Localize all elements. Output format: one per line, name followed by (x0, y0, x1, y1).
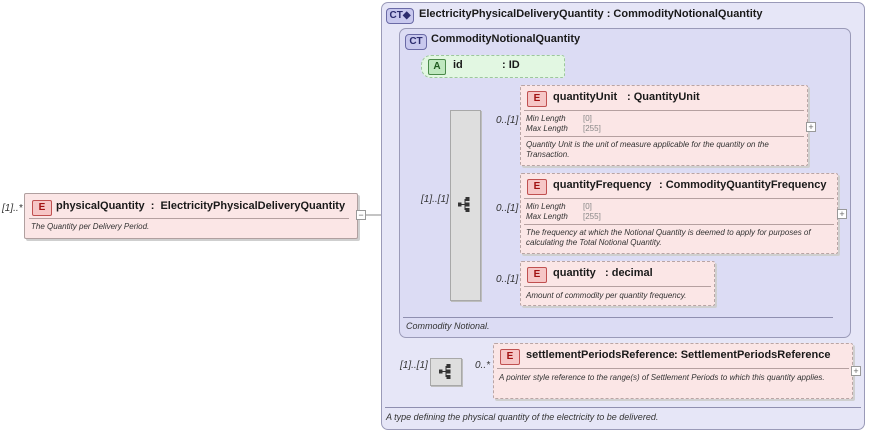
element-multiplicity: 0..* (475, 360, 491, 371)
expand-button[interactable]: + (806, 122, 816, 132)
inner-type-doc: Commodity Notional. (406, 321, 490, 331)
inner-type-title: CommodityNotionalQuantity (431, 33, 581, 45)
root-multiplicity: [1]..* (2, 203, 23, 214)
outer-type-doc: A type defining the physical quantity of… (386, 412, 659, 422)
sequence-icon (439, 364, 451, 379)
element-divider (524, 136, 804, 137)
element-settlement-periods-reference[interactable]: E settlementPeriodsReference : Settlemen… (493, 343, 853, 399)
element-doc: A pointer style reference to the range(s… (499, 373, 825, 382)
complex-type-badge: CT◆ (386, 8, 414, 24)
element-type: : CommodityQuantityFrequency (659, 179, 827, 191)
element-divider (524, 198, 834, 199)
root-element-name: physicalQuantity (56, 200, 145, 212)
root-divider (29, 218, 349, 219)
sequence-multiplicity: [1]..[1] (400, 360, 428, 371)
complex-type-badge: CT (405, 34, 427, 50)
element-doc: Quantity Unit is the unit of measure app… (526, 140, 769, 159)
element-multiplicity: 0..[1] (496, 203, 519, 214)
max-length-value: [255] (583, 124, 601, 133)
root-element-title: physicalQuantity : ElectricityPhysicalDe… (56, 200, 345, 212)
min-length-label: Min Length (526, 114, 566, 123)
element-badge: E (32, 200, 52, 216)
element-divider (524, 286, 711, 287)
element-badge: E (500, 349, 520, 365)
element-badge: E (527, 267, 547, 283)
attribute-badge: A (428, 59, 446, 75)
outer-type-divider (385, 407, 861, 408)
attribute-type: : ID (502, 59, 520, 71)
element-name: settlementPeriodsReference (526, 349, 675, 361)
element-name: quantityUnit (553, 91, 618, 103)
outer-type-title: ElectricityPhysicalDeliveryQuantity : Co… (419, 8, 763, 20)
inner-type-divider (403, 317, 833, 318)
root-element-type-separator: : (150, 200, 155, 212)
attribute-name: id (453, 59, 463, 71)
max-length-value: [255] (583, 212, 601, 221)
element-badge: E (527, 179, 547, 195)
element-quantity-unit[interactable]: E quantityUnit : QuantityUnit Min Length… (520, 85, 808, 166)
element-quantity[interactable]: E quantity : decimal Amount of commodity… (520, 261, 715, 306)
sequence-icon (458, 197, 470, 212)
element-divider (524, 224, 834, 225)
min-length-label: Min Length (526, 202, 566, 211)
sequence-compositor[interactable] (430, 358, 462, 386)
element-multiplicity: 0..[1] (496, 115, 519, 126)
element-badge: E (527, 91, 547, 107)
element-divider (524, 110, 804, 111)
max-length-label: Max Length (526, 124, 568, 133)
min-length-value: [0] (583, 114, 592, 123)
element-type: : decimal (605, 267, 653, 279)
expand-button[interactable]: + (837, 209, 847, 219)
element-name: quantityFrequency (553, 179, 652, 191)
attribute-id[interactable]: A id : ID (421, 55, 565, 78)
element-multiplicity: 0..[1] (496, 274, 519, 285)
element-divider (497, 368, 849, 369)
element-doc: The frequency at which the Notional Quan… (526, 228, 811, 247)
max-length-label: Max Length (526, 212, 568, 221)
element-type: : SettlementPeriodsReference (674, 349, 831, 361)
root-element-type: ElectricityPhysicalDeliveryQuantity (160, 200, 346, 212)
element-type: : QuantityUnit (627, 91, 700, 103)
root-element-box[interactable]: E physicalQuantity : ElectricityPhysical… (24, 193, 358, 239)
sequence-compositor[interactable] (450, 110, 481, 301)
root-doc: The Quantity per Delivery Period. (31, 222, 150, 231)
element-quantity-frequency[interactable]: E quantityFrequency : CommodityQuantityF… (520, 173, 838, 254)
collapse-button[interactable]: − (356, 210, 366, 220)
element-doc: Amount of commodity per quantity frequen… (526, 291, 687, 300)
expand-button[interactable]: + (851, 366, 861, 376)
min-length-value: [0] (583, 202, 592, 211)
element-name: quantity (553, 267, 596, 279)
sequence-multiplicity: [1]..[1] (421, 194, 449, 205)
